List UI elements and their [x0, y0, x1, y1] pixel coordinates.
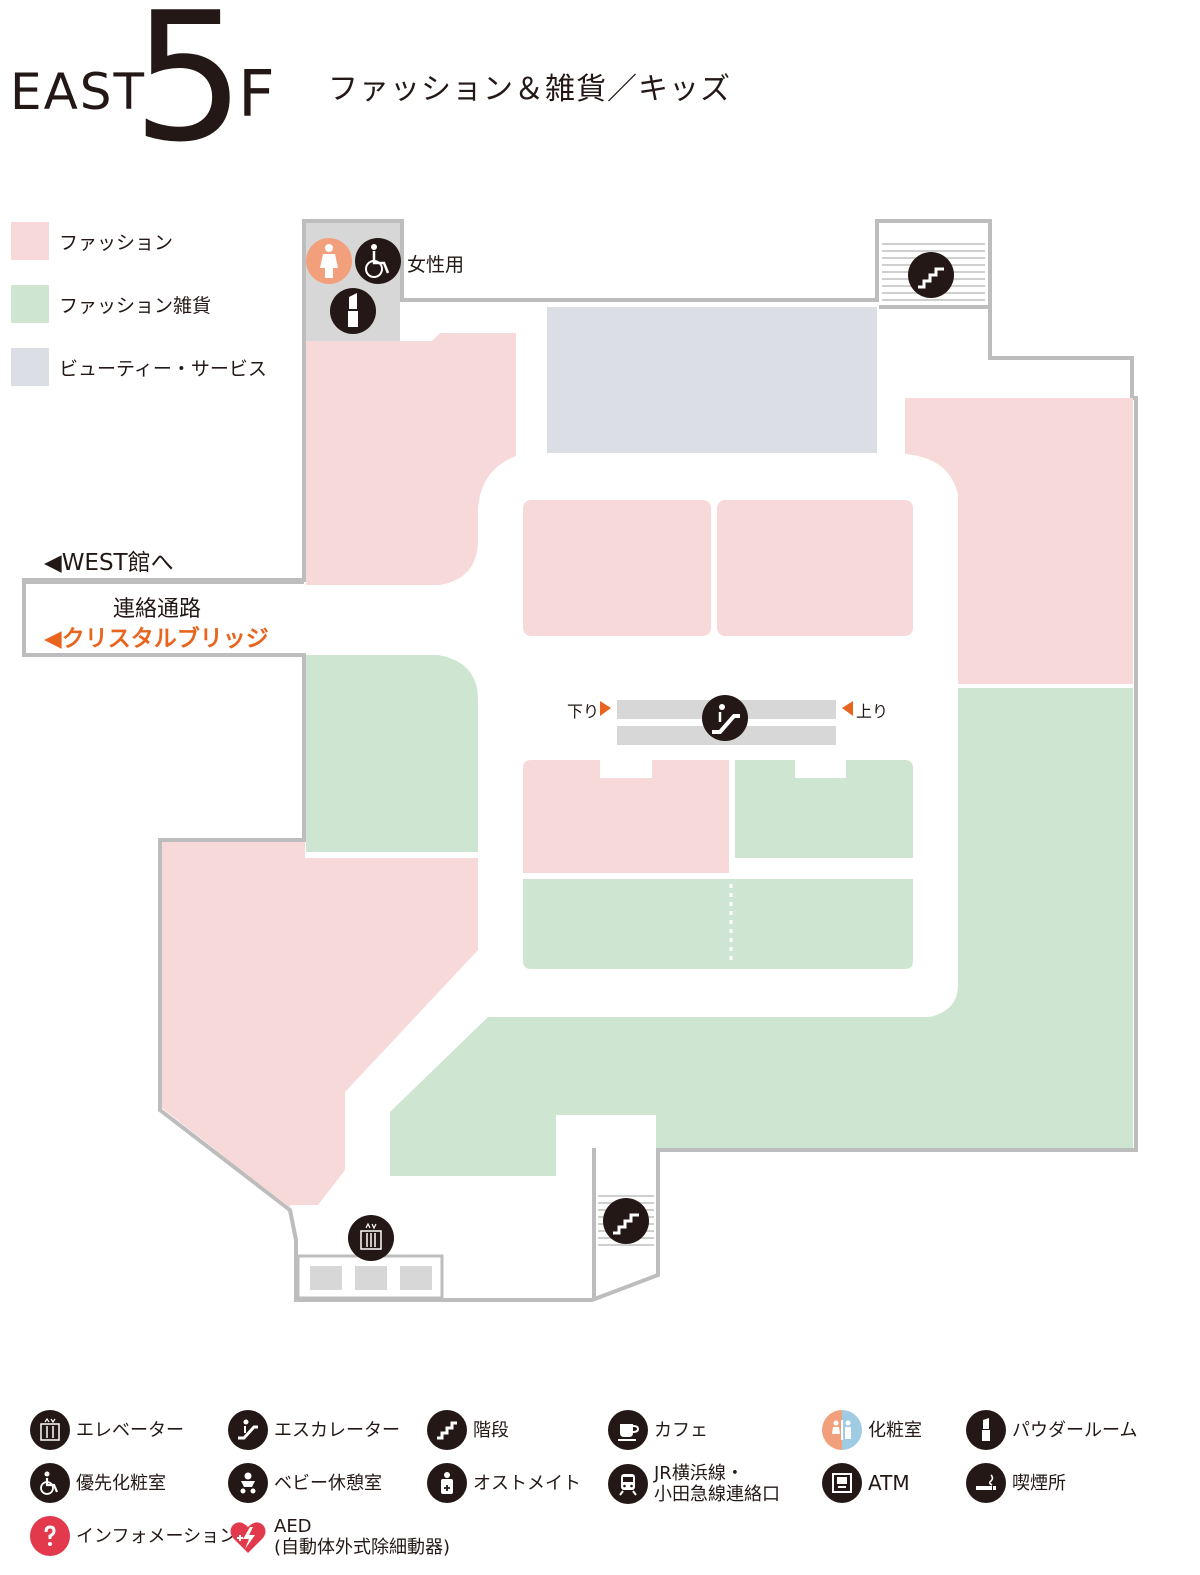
elevator-car-2: [355, 1266, 387, 1290]
key-lipstick: パウダールーム: [966, 1410, 1137, 1450]
key-baby-room: ベビー休憩室: [228, 1463, 382, 1503]
shop-fashion-center-a: [523, 500, 711, 636]
key-aed: AED (自動体外式除細動器): [228, 1516, 450, 1558]
key-label: オストメイト: [473, 1472, 581, 1494]
key-atm: ATM: [822, 1463, 910, 1503]
legend-item-fashion-goods: ファッション雑貨: [11, 285, 211, 323]
legend-item-fashion: ファッション: [11, 222, 173, 260]
legend-swatch: [11, 285, 49, 323]
train-icon: [608, 1464, 648, 1504]
key-label: JR横浜線・ 小田急線連絡口: [654, 1463, 780, 1505]
key-smoking: 喫煙所: [966, 1463, 1066, 1503]
key-label: ATM: [868, 1470, 910, 1495]
ostomate-icon: [427, 1463, 467, 1503]
smoking-icon: [966, 1463, 1006, 1503]
shop-goods-center-d: [735, 760, 913, 858]
legend-swatch: [11, 222, 49, 260]
passage-label: 連絡通路: [113, 597, 202, 622]
elevator-car-3: [400, 1266, 432, 1290]
shop-goods-west: [306, 655, 478, 852]
stairs-icon: [908, 252, 954, 298]
powder-room-icon: [306, 238, 352, 284]
key-label: インフォメーション: [76, 1525, 238, 1547]
legend-label: ファッション雑貨: [59, 294, 212, 317]
wheelchair-icon: [30, 1463, 70, 1503]
information-icon: [30, 1516, 70, 1556]
escalator-icon: [228, 1410, 268, 1450]
key-stairs: 階段: [427, 1410, 509, 1450]
key-label: カフェ: [654, 1419, 708, 1441]
key-escalator: エスカレーター: [228, 1410, 400, 1450]
legend-item-beauty-service: ビューティー・サービス: [11, 348, 267, 386]
arrow-up-direction: [842, 701, 853, 716]
key-powder-room: 化粧室: [822, 1410, 922, 1450]
cafe-icon: [608, 1410, 648, 1450]
west-building-link[interactable]: ◀WEST館へ: [44, 550, 174, 576]
building-name: EAST: [10, 63, 147, 121]
key-train-gate: JR横浜線・ 小田急線連絡口: [608, 1463, 780, 1505]
shop-fashion-southwest: [162, 842, 478, 1208]
elevator-icon: [348, 1215, 394, 1261]
elevator-car-1: [310, 1266, 342, 1290]
baby-room-icon: [228, 1463, 268, 1503]
floor-category: ファッション＆雑貨／キッズ: [328, 72, 731, 107]
floor-suffix: F: [238, 58, 275, 132]
legend-swatch: [11, 348, 49, 386]
lipstick-icon: [330, 288, 376, 334]
stairs-icon: [603, 1198, 649, 1244]
floor-number: 5: [132, 0, 246, 181]
key-cafe: カフェ: [608, 1410, 708, 1450]
legend-label: ビューティー・サービス: [59, 357, 267, 380]
key-label: パウダールーム: [1012, 1419, 1138, 1441]
key-ostomate: オストメイト: [427, 1463, 581, 1503]
stairs-icon: [427, 1410, 467, 1450]
key-label: エスカレーター: [274, 1419, 400, 1441]
wheelchair-icon: [355, 238, 401, 284]
key-label: ベビー休憩室: [274, 1472, 382, 1494]
key-label: 喫煙所: [1012, 1472, 1066, 1494]
key-label: エレベーター: [76, 1419, 184, 1441]
crystal-bridge-link[interactable]: ◀クリスタルブリッジ: [44, 626, 269, 652]
shop-fashion-east: [905, 398, 1133, 684]
key-elevator: エレベーター: [30, 1410, 184, 1450]
key-information: インフォメーション: [30, 1516, 237, 1556]
key-label: 化粧室: [868, 1419, 922, 1441]
powder-room-icon: [822, 1410, 862, 1450]
key-label: 階段: [473, 1419, 509, 1441]
arrow-down-direction: [600, 701, 611, 716]
shop-beauty-north: [547, 307, 877, 453]
atm-icon: [822, 1463, 862, 1503]
elevator-icon: [30, 1410, 70, 1450]
key-priority-restroom: 優先化粧室: [30, 1463, 166, 1503]
shop-fashion-center-b: [717, 500, 913, 636]
shop-fashion-northwest: [306, 333, 516, 585]
restroom-label: 女性用: [407, 254, 465, 276]
escalator-up-label: 上り: [856, 702, 889, 721]
escalator-icon: [702, 695, 748, 741]
lipstick-icon: [966, 1410, 1006, 1450]
legend-label: ファッション: [59, 231, 174, 254]
key-label: AED (自動体外式除細動器): [274, 1516, 451, 1558]
escalator-down-label: 下り: [567, 702, 600, 721]
shop-goods-center-e: [523, 879, 913, 969]
shop-goods-southeast: [390, 688, 1133, 1176]
key-label: 優先化粧室: [76, 1472, 166, 1494]
shop-fashion-center-c: [523, 760, 729, 873]
floor-map: [22, 219, 1138, 1302]
aed-icon: [228, 1517, 268, 1557]
